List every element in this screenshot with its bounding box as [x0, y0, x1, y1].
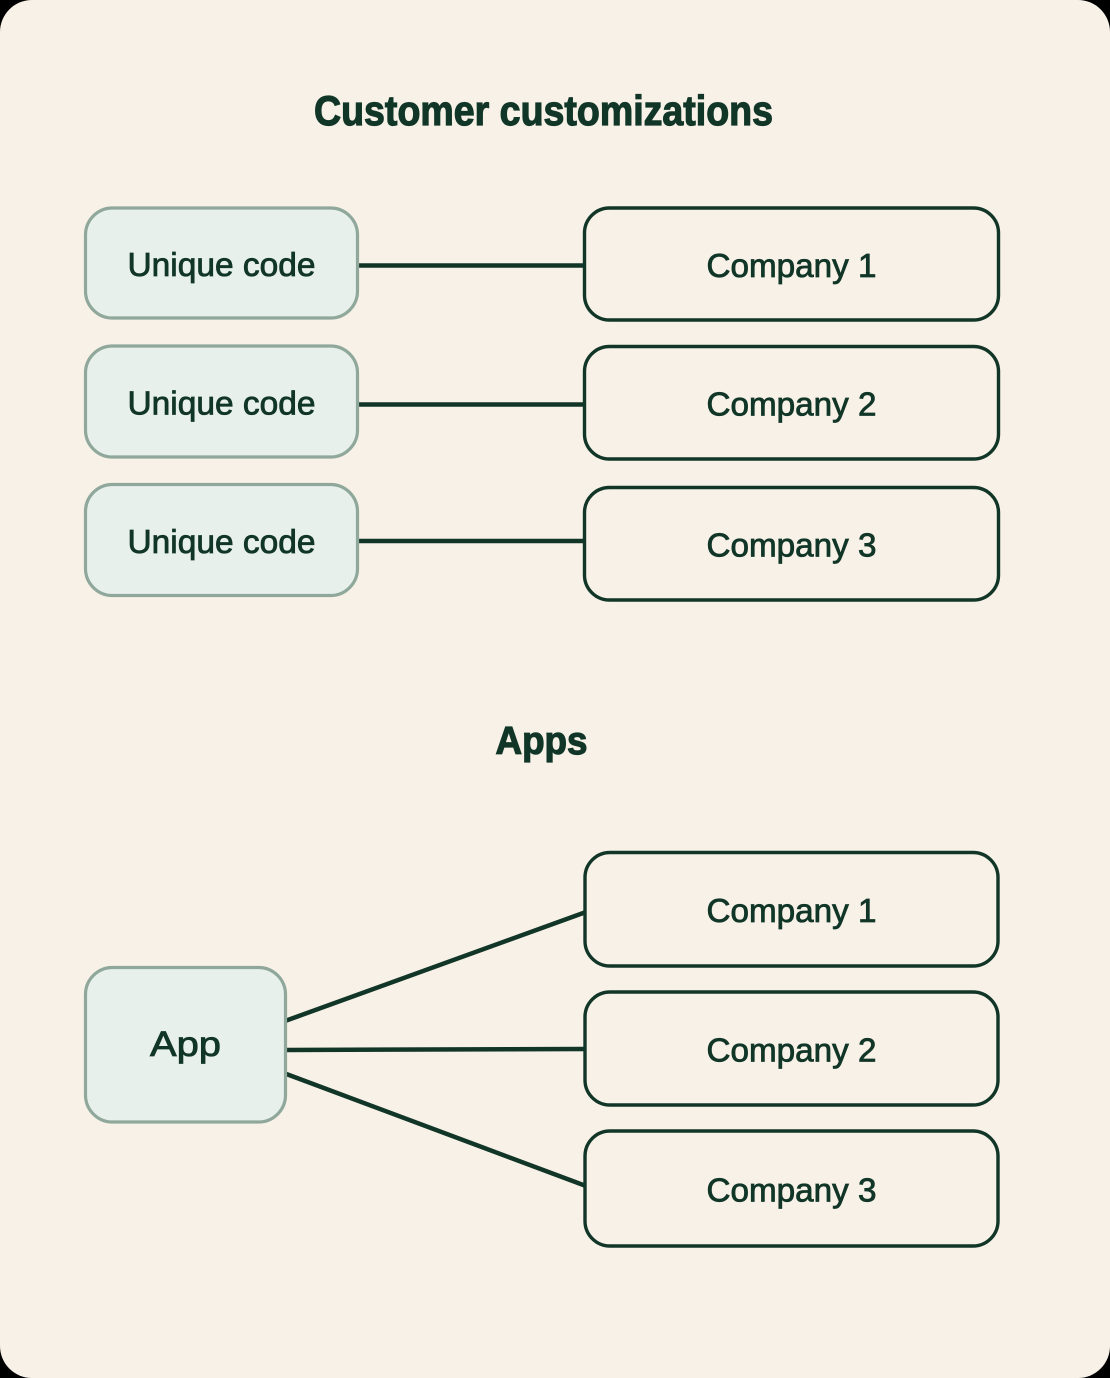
svg-text:Apps: Apps: [496, 720, 588, 763]
svg-text:Company 1: Company 1: [707, 247, 877, 284]
svg-text:Unique code: Unique code: [128, 523, 316, 560]
svg-text:Company 1: Company 1: [707, 892, 877, 929]
svg-text:Unique code: Unique code: [128, 246, 316, 283]
svg-text:App: App: [150, 1025, 221, 1064]
svg-text:Company 3: Company 3: [707, 527, 877, 564]
svg-text:Company 2: Company 2: [707, 386, 877, 423]
svg-text:Unique code: Unique code: [128, 385, 316, 422]
svg-text:Customer customizations: Customer customizations: [314, 87, 773, 134]
svg-text:Company 2: Company 2: [707, 1032, 877, 1069]
svg-text:Company 3: Company 3: [707, 1172, 877, 1209]
